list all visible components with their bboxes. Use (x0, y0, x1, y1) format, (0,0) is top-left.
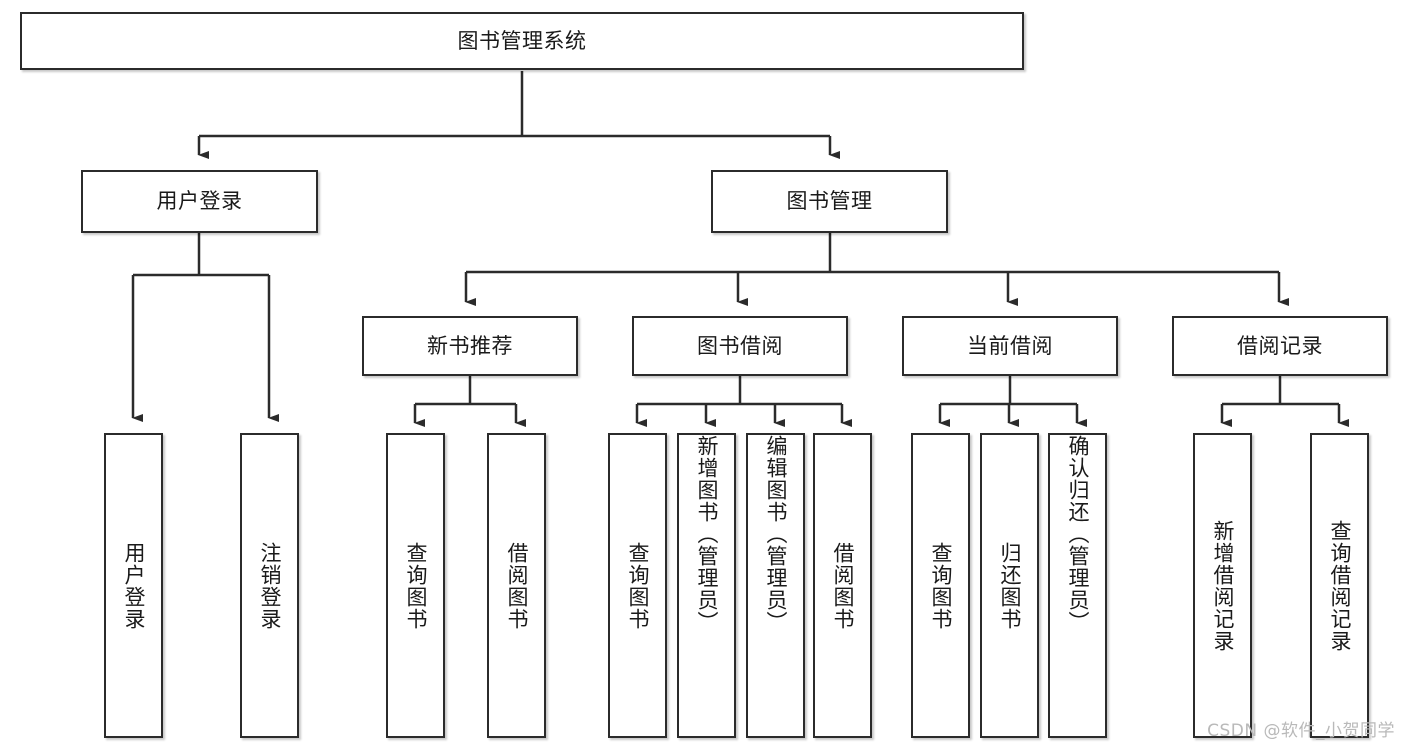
node-current-borrow[interactable]: 当前借阅 (902, 316, 1118, 376)
node-user-login[interactable]: 用户登录 (81, 170, 318, 233)
node-label: 借阅图书 (830, 541, 855, 630)
node-leaf-add-book[interactable]: 新增图书（管理员） (677, 433, 736, 738)
node-label: 编辑图书（管理员） (763, 435, 788, 633)
node-label: 归还图书 (997, 541, 1022, 630)
node-root-system[interactable]: 图书管理系统 (20, 12, 1024, 70)
node-label: 图书借阅 (697, 333, 783, 358)
node-label: 借阅图书 (504, 541, 529, 630)
node-book-manage[interactable]: 图书管理 (711, 170, 948, 233)
node-label: 新书推荐 (427, 333, 513, 358)
node-label: 查询借阅记录 (1327, 519, 1352, 652)
node-label: 新增借阅记录 (1210, 519, 1235, 652)
node-label: 查询图书 (403, 541, 428, 630)
node-borrow-record[interactable]: 借阅记录 (1172, 316, 1388, 376)
node-leaf-edit-book[interactable]: 编辑图书（管理员） (746, 433, 805, 738)
node-book-borrow[interactable]: 图书借阅 (632, 316, 848, 376)
node-label: 图书管理系统 (457, 28, 587, 53)
node-label: 确认归还（管理员） (1065, 435, 1090, 633)
node-leaf-return-book[interactable]: 归还图书 (980, 433, 1039, 738)
node-leaf-user-logout[interactable]: 注销登录 (240, 433, 299, 738)
node-leaf-query-book-3[interactable]: 查询图书 (911, 433, 970, 738)
node-leaf-query-book-2[interactable]: 查询图书 (608, 433, 667, 738)
node-new-book-recommend[interactable]: 新书推荐 (362, 316, 578, 376)
node-label: 图书管理 (786, 189, 873, 214)
node-leaf-user-login[interactable]: 用户登录 (104, 433, 163, 738)
node-leaf-add-record[interactable]: 新增借阅记录 (1193, 433, 1252, 738)
node-label: 查询图书 (928, 541, 953, 630)
node-label: 用户登录 (156, 189, 243, 214)
node-leaf-query-book-1[interactable]: 查询图书 (386, 433, 445, 738)
node-leaf-borrow-book-2[interactable]: 借阅图书 (813, 433, 872, 738)
node-label: 用户登录 (121, 541, 146, 630)
node-label: 借阅记录 (1237, 333, 1323, 358)
node-leaf-borrow-book-1[interactable]: 借阅图书 (487, 433, 546, 738)
node-label: 当前借阅 (967, 333, 1053, 358)
node-label: 查询图书 (625, 541, 650, 630)
node-label: 注销登录 (257, 541, 282, 630)
node-leaf-query-record[interactable]: 查询借阅记录 (1310, 433, 1369, 738)
watermark-text: CSDN @软件_小贺同学 (1207, 721, 1395, 741)
node-label: 新增图书（管理员） (694, 435, 719, 633)
node-leaf-confirm-return[interactable]: 确认归还（管理员） (1048, 433, 1107, 738)
